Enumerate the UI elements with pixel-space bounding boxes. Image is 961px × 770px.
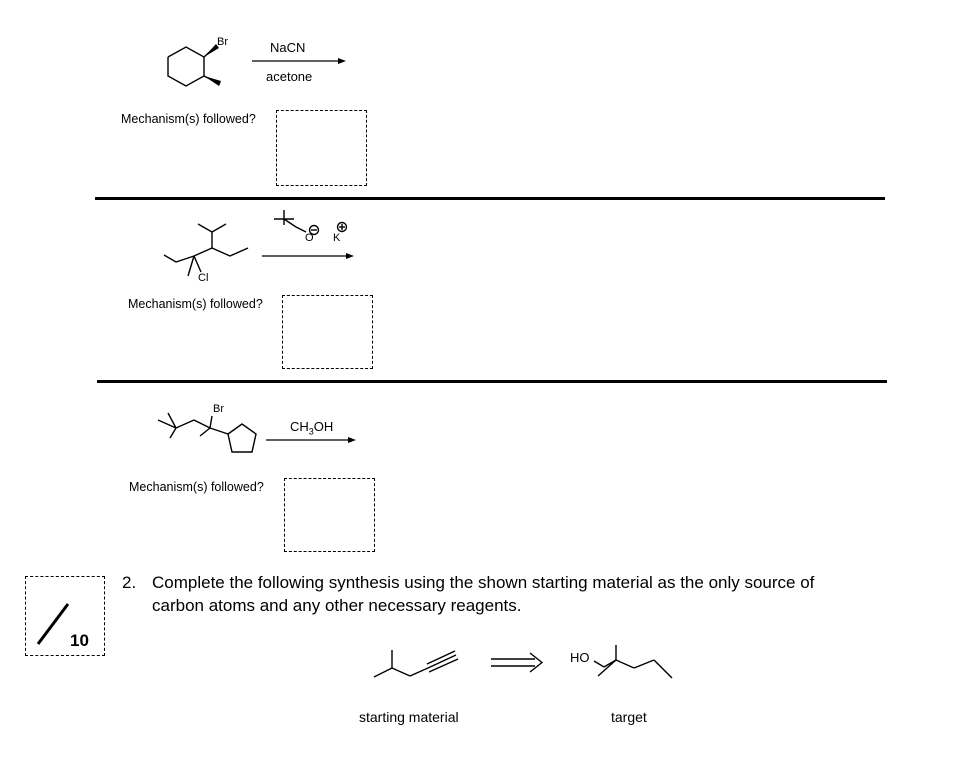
reaction-2-mechanism-label: Mechanism(s) followed? — [128, 297, 263, 311]
reaction-2-cl-label: Cl — [198, 272, 209, 284]
reaction-3-br-label: Br — [213, 403, 224, 415]
starting-material-label: starting material — [359, 709, 459, 725]
reaction-1-reagent-top: NaCN — [270, 40, 306, 55]
target-hydroxyl-label: HO — [570, 650, 590, 665]
section-divider-2 — [97, 380, 887, 383]
question-number: 2. — [122, 573, 137, 592]
reaction-3-answer-box[interactable] — [284, 478, 375, 552]
score-box[interactable] — [25, 576, 105, 656]
reaction-2-cation-label: K — [333, 232, 341, 244]
question-text-line-1: Complete the following synthesis using t… — [152, 573, 815, 592]
reaction-3-mechanism-label: Mechanism(s) followed? — [129, 480, 264, 494]
reaction-3-reagent-top: CH3OH — [290, 419, 334, 437]
reaction-1-br-label: Br — [217, 36, 228, 48]
section-divider-1 — [95, 197, 885, 200]
reaction-2-answer-box[interactable] — [282, 295, 373, 369]
reaction-1-mechanism-label: Mechanism(s) followed? — [121, 112, 256, 126]
question-text-line-2: carbon atoms and any other necessary rea… — [152, 596, 522, 615]
target-label: target — [611, 709, 647, 725]
score-max-points: 10 — [70, 631, 89, 650]
reaction-1-reagent-bottom: acetone — [266, 69, 313, 84]
reaction-2-oxygen-label: O — [305, 232, 314, 244]
reaction-1-answer-box[interactable] — [276, 110, 367, 186]
